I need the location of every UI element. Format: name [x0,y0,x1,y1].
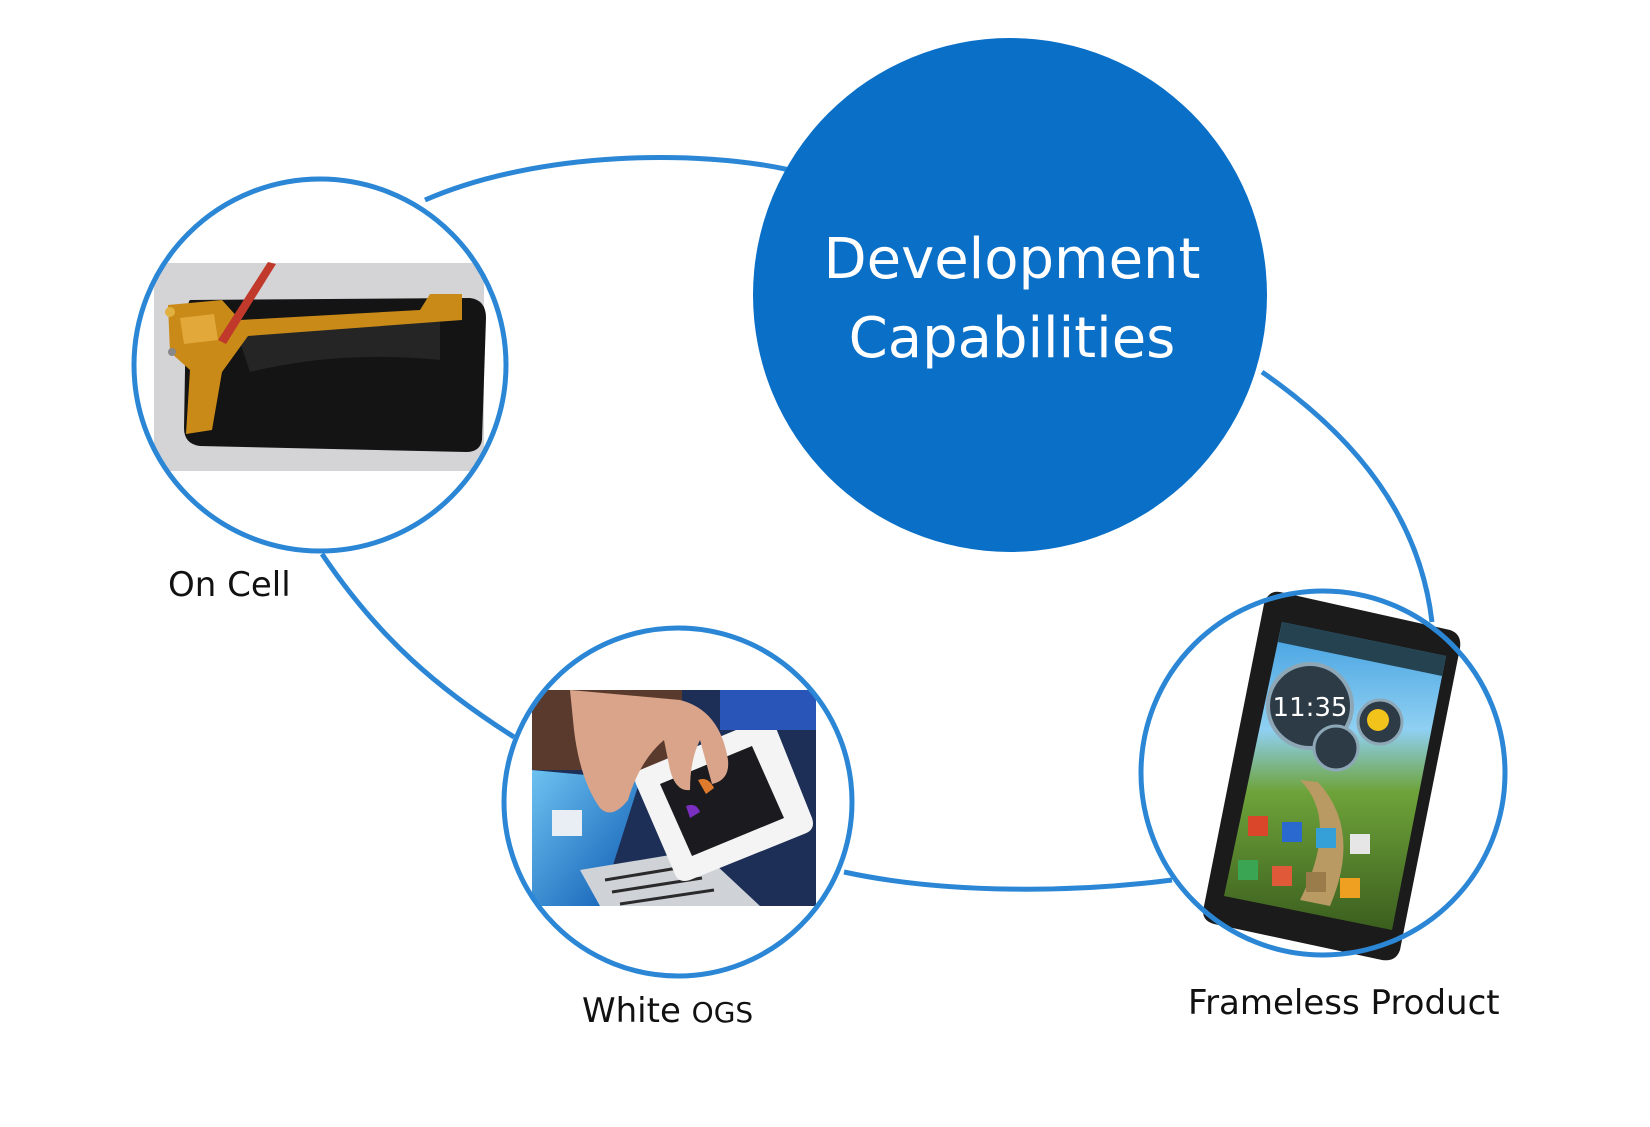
center-circle [753,38,1267,552]
laptop-phone-photo-icon [532,690,816,906]
connector-oncell-to-center [424,155,791,203]
label-white-ogs: White OGS [582,994,753,1028]
center-title-line1: Development [824,227,1201,292]
oncell-ring [131,176,509,554]
label-white-ogs-small: OGS [691,996,754,1029]
connector-oncell-to-whiteogs [319,552,516,740]
phone-clock-time: 11:35 [1273,693,1348,723]
node-white-ogs [501,625,855,979]
label-white-ogs-main: White [582,991,692,1031]
phone-app-icons [1238,816,1370,898]
connector-lines [319,155,1435,892]
center-node: Development Capabilities [753,38,1267,552]
smartphone-photo-icon: 11:35 [1203,591,1461,961]
label-on-cell: On Cell [168,565,291,605]
frameless-ring [1138,588,1508,958]
whiteogs-ring [501,625,855,979]
connector-center-to-frameless [1260,369,1435,623]
node-frameless-product: 11:35 [1138,588,1508,961]
node-on-cell [131,176,509,554]
connector-whiteogs-to-frameless [843,869,1173,892]
label-frameless-product: Frameless Product [1188,983,1500,1023]
oncell-photo-icon [154,262,486,471]
center-title-line2: Capabilities [849,306,1176,371]
